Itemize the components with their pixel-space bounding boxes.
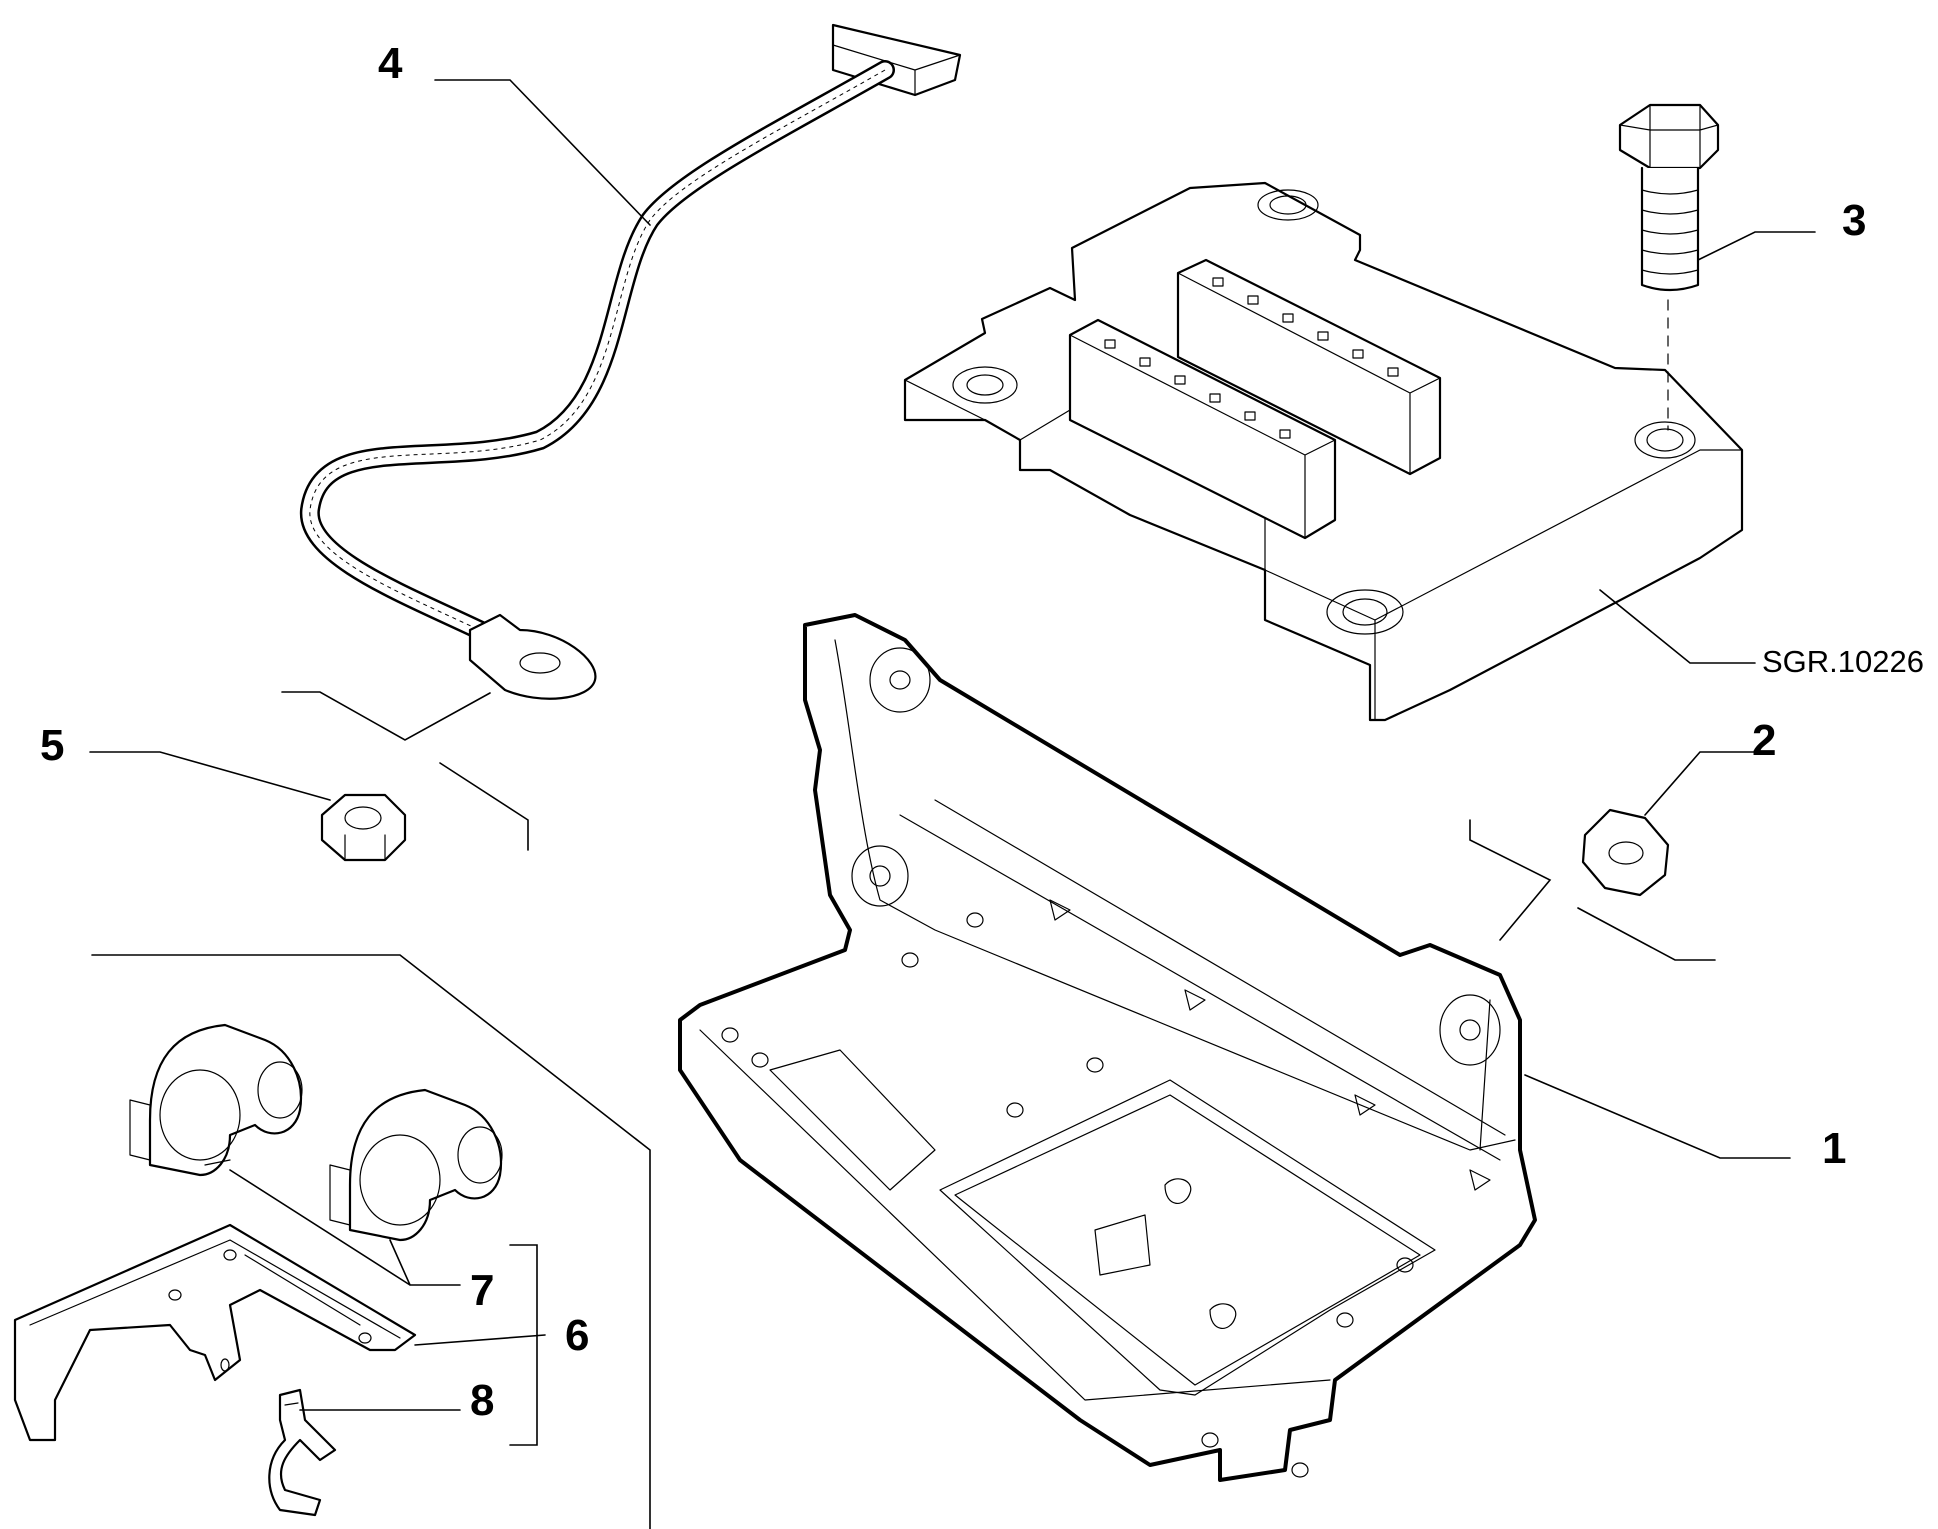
callout-5: 5: [40, 721, 64, 770]
nut-right: [1581, 808, 1670, 897]
callout-8: 8: [470, 1376, 494, 1425]
nut-left: [320, 793, 407, 862]
callout-labels: 4 3 5 2 1 7 6 8 SGR.10226: [40, 39, 1924, 1425]
callout-1: 1: [1822, 1124, 1846, 1173]
callout-3: 3: [1842, 196, 1866, 245]
callout-7: 7: [470, 1266, 494, 1315]
leader-lines: [89, 79, 1816, 1529]
bolt: [1618, 103, 1720, 431]
callout-6: 6: [565, 1311, 589, 1360]
ground-strap: [299, 23, 962, 700]
callout-4: 4: [378, 39, 403, 88]
connector-pins: [1104, 277, 1399, 439]
callout-2: 2: [1752, 716, 1776, 765]
mounting-bracket: [678, 613, 1537, 1482]
drawing-code: SGR.10226: [1762, 644, 1924, 679]
control-unit: [903, 181, 1744, 722]
support-plate: [13, 1223, 417, 1442]
small-clip: [268, 1388, 337, 1517]
pipe-clip-lower: [329, 1088, 503, 1242]
pipe-clip-upper: [129, 1023, 303, 1177]
